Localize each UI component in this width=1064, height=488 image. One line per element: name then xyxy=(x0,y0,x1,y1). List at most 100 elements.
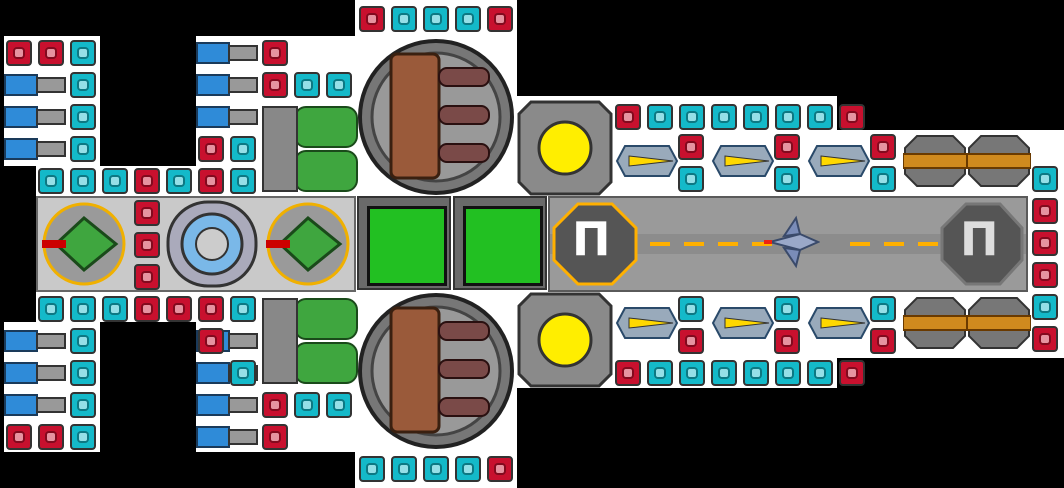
armor-block-cyan[interactable] xyxy=(70,424,96,450)
armor-block-red[interactable] xyxy=(38,424,64,450)
armor-block-red[interactable] xyxy=(839,360,865,386)
armor-block-red[interactable] xyxy=(870,134,896,160)
thruster-icon[interactable] xyxy=(4,136,68,162)
armor-block-cyan[interactable] xyxy=(70,328,96,354)
armor-block-cyan[interactable] xyxy=(775,104,801,130)
missile-pod-icon[interactable] xyxy=(807,134,871,188)
armor-block-cyan[interactable] xyxy=(70,72,96,98)
armor-block-cyan[interactable] xyxy=(230,296,256,322)
thruster-icon[interactable] xyxy=(4,328,68,354)
thruster-icon[interactable] xyxy=(196,392,260,418)
docked-fighter-icon[interactable] xyxy=(760,212,820,272)
armor-block-red[interactable] xyxy=(262,424,288,450)
armor-block-cyan[interactable] xyxy=(455,456,481,482)
armor-block-red[interactable] xyxy=(262,392,288,418)
armor-block-red[interactable] xyxy=(6,424,32,450)
armor-block-red[interactable] xyxy=(198,328,224,354)
armor-block-red[interactable] xyxy=(38,40,64,66)
armor-block-cyan[interactable] xyxy=(102,168,128,194)
armor-block-red[interactable] xyxy=(198,136,224,162)
armor-block-cyan[interactable] xyxy=(711,104,737,130)
command-module-2[interactable] xyxy=(260,196,356,292)
engine-cluster-bottom[interactable] xyxy=(260,292,358,388)
armor-block-cyan[interactable] xyxy=(807,104,833,130)
heavy-cannon-turret-top[interactable] xyxy=(355,36,517,198)
armor-block-cyan[interactable] xyxy=(38,168,64,194)
armor-block-cyan[interactable] xyxy=(70,136,96,162)
armor-block-red[interactable] xyxy=(359,6,385,32)
thruster-icon[interactable] xyxy=(196,72,260,98)
thruster-icon[interactable] xyxy=(4,360,68,386)
armor-block-cyan[interactable] xyxy=(743,104,769,130)
armor-block-red[interactable] xyxy=(678,134,704,160)
shield-generator-bottom[interactable] xyxy=(517,292,613,388)
armor-block-cyan[interactable] xyxy=(326,72,352,98)
armor-block-cyan[interactable] xyxy=(391,456,417,482)
armor-block-cyan[interactable] xyxy=(38,296,64,322)
armor-block-red[interactable] xyxy=(615,360,641,386)
armor-block-red[interactable] xyxy=(487,6,513,32)
armor-block-cyan[interactable] xyxy=(294,392,320,418)
hangar-bay[interactable]: Π Π xyxy=(548,196,1028,292)
armor-block-red[interactable] xyxy=(487,456,513,482)
thruster-icon[interactable] xyxy=(4,104,68,130)
autocannon-icon[interactable] xyxy=(903,296,967,350)
shield-generator-top[interactable] xyxy=(517,100,613,196)
armor-block-cyan[interactable] xyxy=(230,360,256,386)
armor-block-red[interactable] xyxy=(262,72,288,98)
missile-pod-icon[interactable] xyxy=(711,134,775,188)
armor-block-cyan[interactable] xyxy=(423,456,449,482)
armor-block-red[interactable] xyxy=(134,296,160,322)
armor-block-cyan[interactable] xyxy=(679,360,705,386)
cryo-pod-module[interactable] xyxy=(164,196,260,292)
armor-block-cyan[interactable] xyxy=(70,168,96,194)
armor-block-cyan[interactable] xyxy=(647,104,673,130)
armor-block-cyan[interactable] xyxy=(711,360,737,386)
armor-block-red[interactable] xyxy=(839,104,865,130)
armor-block-cyan[interactable] xyxy=(391,6,417,32)
armor-block-cyan[interactable] xyxy=(423,6,449,32)
armor-block-red[interactable] xyxy=(198,296,224,322)
armor-block-cyan[interactable] xyxy=(774,166,800,192)
missile-pod-icon[interactable] xyxy=(615,296,679,350)
armor-block-cyan[interactable] xyxy=(70,360,96,386)
armor-block-cyan[interactable] xyxy=(70,40,96,66)
armor-block-cyan[interactable] xyxy=(678,296,704,322)
armor-block-cyan[interactable] xyxy=(1032,294,1058,320)
armor-block-cyan[interactable] xyxy=(102,296,128,322)
armor-block-cyan[interactable] xyxy=(230,168,256,194)
armor-block-cyan[interactable] xyxy=(230,136,256,162)
armor-block-cyan[interactable] xyxy=(679,104,705,130)
armor-block-cyan[interactable] xyxy=(326,392,352,418)
autocannon-icon[interactable] xyxy=(967,296,1031,350)
armor-block-red[interactable] xyxy=(615,104,641,130)
armor-block-cyan[interactable] xyxy=(70,392,96,418)
missile-pod-icon[interactable] xyxy=(615,134,679,188)
armor-block-red[interactable] xyxy=(134,200,160,226)
armor-block-cyan[interactable] xyxy=(678,166,704,192)
armor-block-red[interactable] xyxy=(870,328,896,354)
autocannon-icon[interactable] xyxy=(903,134,967,188)
armor-block-red[interactable] xyxy=(1032,198,1058,224)
armor-block-red[interactable] xyxy=(6,40,32,66)
armor-block-cyan[interactable] xyxy=(775,360,801,386)
armor-block-cyan[interactable] xyxy=(870,166,896,192)
heavy-cannon-turret-bottom[interactable] xyxy=(355,290,517,452)
missile-pod-icon[interactable] xyxy=(807,296,871,350)
armor-block-red[interactable] xyxy=(1032,326,1058,352)
armor-block-cyan[interactable] xyxy=(1032,166,1058,192)
armor-block-cyan[interactable] xyxy=(70,296,96,322)
armor-block-cyan[interactable] xyxy=(870,296,896,322)
thruster-icon[interactable] xyxy=(196,40,260,66)
armor-block-red[interactable] xyxy=(262,40,288,66)
armor-block-cyan[interactable] xyxy=(70,104,96,130)
armor-block-red[interactable] xyxy=(198,168,224,194)
missile-pod-icon[interactable] xyxy=(711,296,775,350)
armor-block-red[interactable] xyxy=(134,264,160,290)
thruster-icon[interactable] xyxy=(4,392,68,418)
armor-block-red[interactable] xyxy=(1032,262,1058,288)
command-module-1[interactable] xyxy=(36,196,132,292)
armor-block-cyan[interactable] xyxy=(647,360,673,386)
autocannon-icon[interactable] xyxy=(967,134,1031,188)
armor-block-cyan[interactable] xyxy=(807,360,833,386)
